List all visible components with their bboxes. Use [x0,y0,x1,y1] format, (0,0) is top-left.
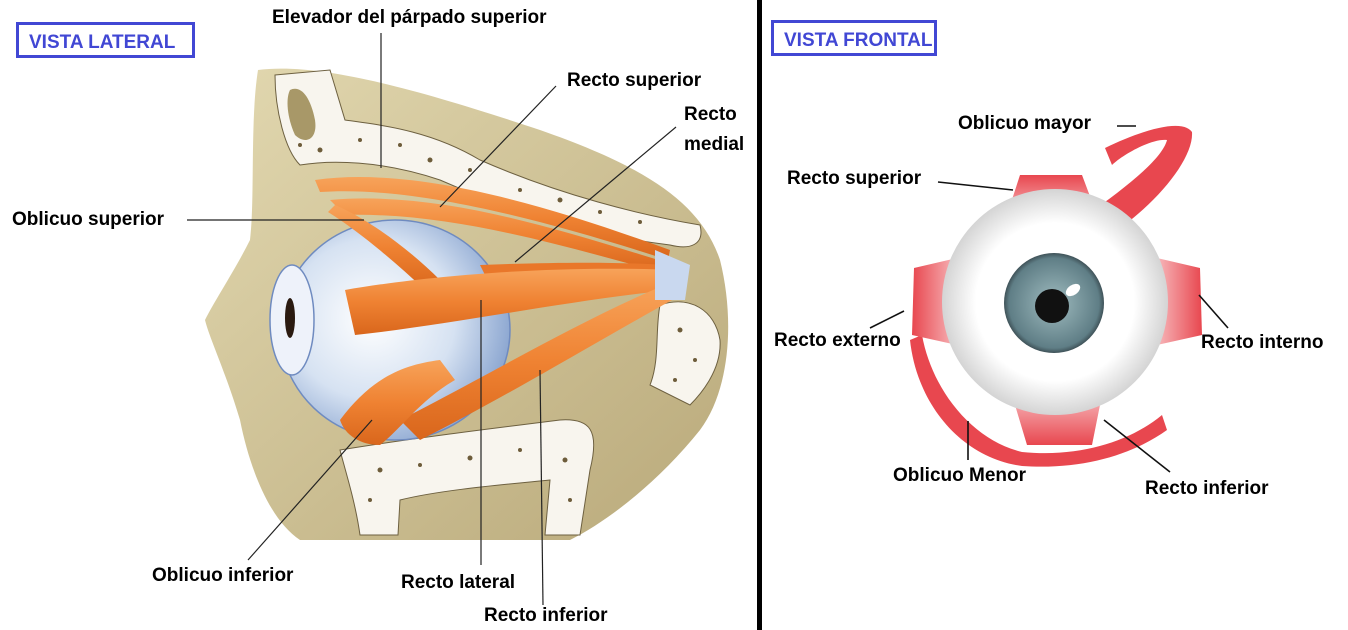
label-oblicuo-superior: Oblicuo superior [12,209,165,230]
label-oblicuo-inferior: Oblicuo inferior [152,565,294,586]
medial-rectus-frontal [1157,258,1202,345]
label-recto-externo: Recto externo [774,330,901,351]
sinus-cavity [287,88,316,140]
superior-rectus-muscle [330,198,665,272]
inferior-oblique-frontal [910,335,1167,467]
pupil-lateral [285,298,295,338]
vista-frontal-title-box: VISTA FRONTAL [771,20,937,56]
orbit-roof-bone [274,69,702,248]
pupil-highlight [1065,283,1081,297]
label-elevador-parpado: Elevador del párpado superior [272,7,547,28]
label-oblicuo-mayor: Oblicuo mayor [958,113,1092,134]
panel-divider [757,0,762,630]
annulus-tendon [655,250,690,300]
frontal-view-panel: VISTA FRONTAL Oblicuo mayor Recto superi… [762,0,1348,630]
lateral-muscles [315,177,690,445]
sphenoid-bone [649,301,721,406]
lateral-view-panel: VISTA LATERAL Elevador del párpado super… [12,7,745,626]
label-oblicuo-menor: Oblicuo Menor [893,465,1026,486]
levator-muscle [315,177,670,260]
lateral-eye-illustration [187,33,729,606]
frontal-leader-lines [869,125,1229,473]
vista-lateral-title-box: VISTA LATERAL [16,22,195,58]
label-recto-superior-lateral: Recto superior [567,70,702,91]
lateral-leader-lines [187,33,677,606]
label-recto-lateral: Recto lateral [401,572,516,593]
inferior-rectus-muscle [400,285,672,440]
frontal-eye-illustration [869,125,1229,473]
bone-pores [298,138,697,502]
label-recto-inferior-lateral: Recto inferior [484,605,608,626]
lateral-rectus-muscle [345,268,672,335]
label-recto-interno: Recto interno [1201,332,1324,353]
label-recto-medial-line1: Recto [684,104,737,125]
label-recto-inferior-frontal: Recto inferior [1145,478,1269,499]
label-recto-medial-line2: medial [684,134,745,155]
orbit-floor-bone [339,419,595,536]
superior-oblique-muscle [328,205,440,290]
label-recto-superior-frontal: Recto superior [787,168,922,189]
pupil [1035,289,1069,323]
